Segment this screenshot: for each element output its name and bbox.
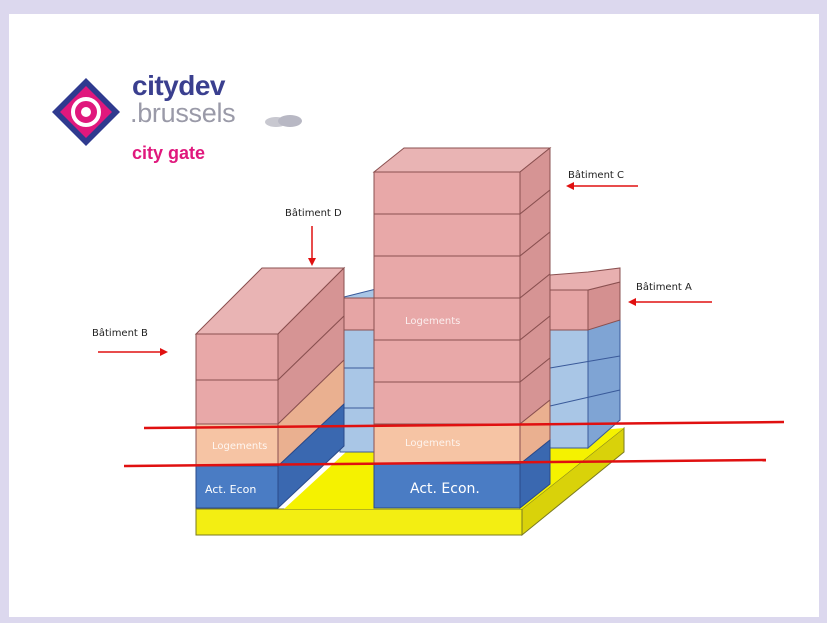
cloud-icon [265, 115, 302, 127]
building-b: Act. Econ Logements [194, 266, 346, 510]
arrow-batiment-c-icon [566, 182, 638, 190]
brand-subtitle: city gate [132, 143, 206, 163]
arrow-batiment-b-icon [98, 348, 168, 356]
arrow-batiment-a-icon [628, 298, 712, 306]
logements-small-label: Logements [212, 441, 267, 452]
label-batiment-d: Bâtiment D [285, 207, 342, 219]
act-econ-small-label: Act. Econ [205, 483, 256, 496]
citydev-logo-icon [52, 78, 120, 146]
building-a [549, 267, 621, 450]
logements-upper-label: Logements [405, 316, 460, 327]
brand-name: citydev [132, 70, 226, 101]
section-line-upper [143, 420, 785, 430]
section-line-lower [123, 458, 767, 468]
arrow-batiment-d-icon [308, 226, 316, 266]
brand-domain: .brussels [130, 98, 236, 128]
act-econ-large-label: Act. Econ. [410, 481, 480, 497]
label-batiment-c: Bâtiment C [568, 169, 624, 181]
logements-lower-label: Logements [405, 438, 460, 449]
label-batiment-b: Bâtiment B [92, 327, 148, 339]
label-batiment-a: Bâtiment A [636, 281, 692, 293]
building-c: Act. Econ. Logements Logements [372, 146, 552, 510]
